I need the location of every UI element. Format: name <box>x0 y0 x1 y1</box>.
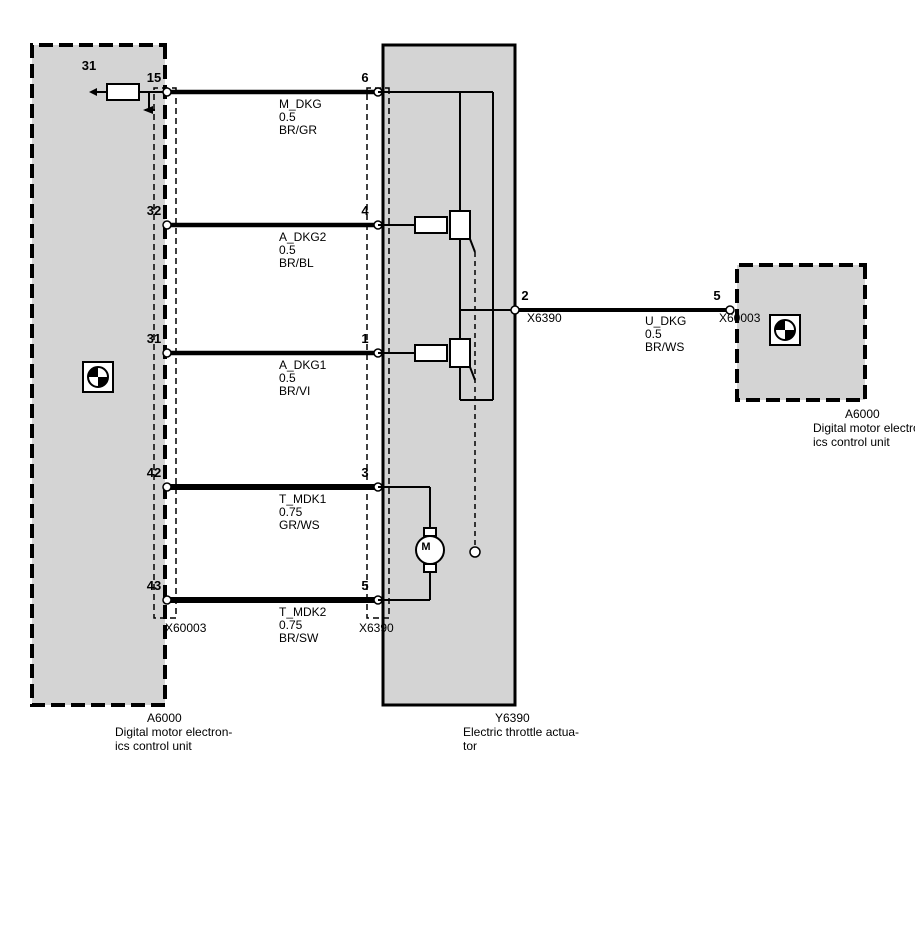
bmw-roundel-icon <box>82 361 114 393</box>
actuator-pin-number: 6 <box>361 70 368 85</box>
ecu-right-desc: ics control unit <box>813 435 890 449</box>
resistor-icon <box>414 216 448 234</box>
ecu-pin-contact <box>162 87 172 97</box>
wire-color: GR/WS <box>279 518 320 532</box>
ecu-pin-number: 42 <box>147 465 161 480</box>
main-wires <box>162 87 383 605</box>
ecu-pin-contact <box>162 482 172 492</box>
wire-cross-section: 0.75 <box>279 505 303 519</box>
supply-actuator-connector: X6390 <box>527 311 562 325</box>
ecu-pin-contact <box>162 220 172 230</box>
ecu-ground-resistor <box>89 83 167 114</box>
supply-wire-color: BR/WS <box>645 340 684 354</box>
wire-cross-section: 0.5 <box>279 243 296 257</box>
actuator-desc: tor <box>463 739 477 753</box>
ecu-pin-number: 43 <box>147 578 161 593</box>
wire-color: BR/VI <box>279 384 310 398</box>
supply-ecu-pin: 5 <box>713 288 720 303</box>
ecu-right-id: A6000 <box>845 407 880 421</box>
ecu-pin-number: 31 <box>147 331 161 346</box>
ecu-pin-number: 15 <box>147 70 161 85</box>
actuator-connector-label: X6390 <box>359 621 394 635</box>
actuator-pin-number: 3 <box>361 465 368 480</box>
supply-wire-name: U_DKG <box>645 314 686 328</box>
ecu-left-logo <box>82 361 114 393</box>
ecu-pin-number: 32 <box>147 203 161 218</box>
wire-name: T_MDK2 <box>279 605 327 619</box>
wire-color: BR/GR <box>279 123 317 137</box>
wire-name: T_MDK1 <box>279 492 327 506</box>
ecu-pin-contact <box>162 595 172 605</box>
supply-ecu-connector: X60003 <box>719 311 761 325</box>
actuator-desc: Electric throttle actua- <box>463 725 579 739</box>
rotated-diagram: 31 <box>30 43 915 753</box>
actuator-pin-number: 1 <box>361 331 368 346</box>
wire-cross-section: 0.5 <box>279 371 296 385</box>
motor-icon <box>415 527 445 573</box>
resistor-icon <box>106 83 140 101</box>
wire-name: A_DKG1 <box>279 358 327 372</box>
actuator-pin-number: 4 <box>361 203 369 218</box>
ground-pin-label: 31 <box>82 58 96 73</box>
actuator-box <box>381 43 517 707</box>
resistor-icon <box>414 344 448 362</box>
wire-name: M_DKG <box>279 97 322 111</box>
motor-label: M <box>421 541 430 553</box>
ecu-right-logo <box>769 314 801 346</box>
ecu-left-desc: Digital motor electron- <box>115 725 232 739</box>
ecu-right-desc: Digital motor electron- <box>813 421 915 435</box>
actuator-pin-number: 5 <box>361 578 368 593</box>
ecu-left-connector-label: X60003 <box>165 621 207 635</box>
supply-actuator-pin: 2 <box>521 288 528 303</box>
wire-cross-section: 0.75 <box>279 618 303 632</box>
wire-name: A_DKG2 <box>279 230 327 244</box>
actuator-id: Y6390 <box>495 711 530 725</box>
ecu-left-id: A6000 <box>147 711 182 725</box>
ecu-left-desc: ics control unit <box>115 739 192 753</box>
supply-wire-cross-section: 0.5 <box>645 327 662 341</box>
bmw-roundel-icon <box>769 314 801 346</box>
wire-cross-section: 0.5 <box>279 110 296 124</box>
wire-color: BR/BL <box>279 256 314 270</box>
actuator-internal <box>378 91 515 601</box>
wire-color: BR/SW <box>279 631 319 645</box>
ecu-pin-contact <box>162 348 172 358</box>
